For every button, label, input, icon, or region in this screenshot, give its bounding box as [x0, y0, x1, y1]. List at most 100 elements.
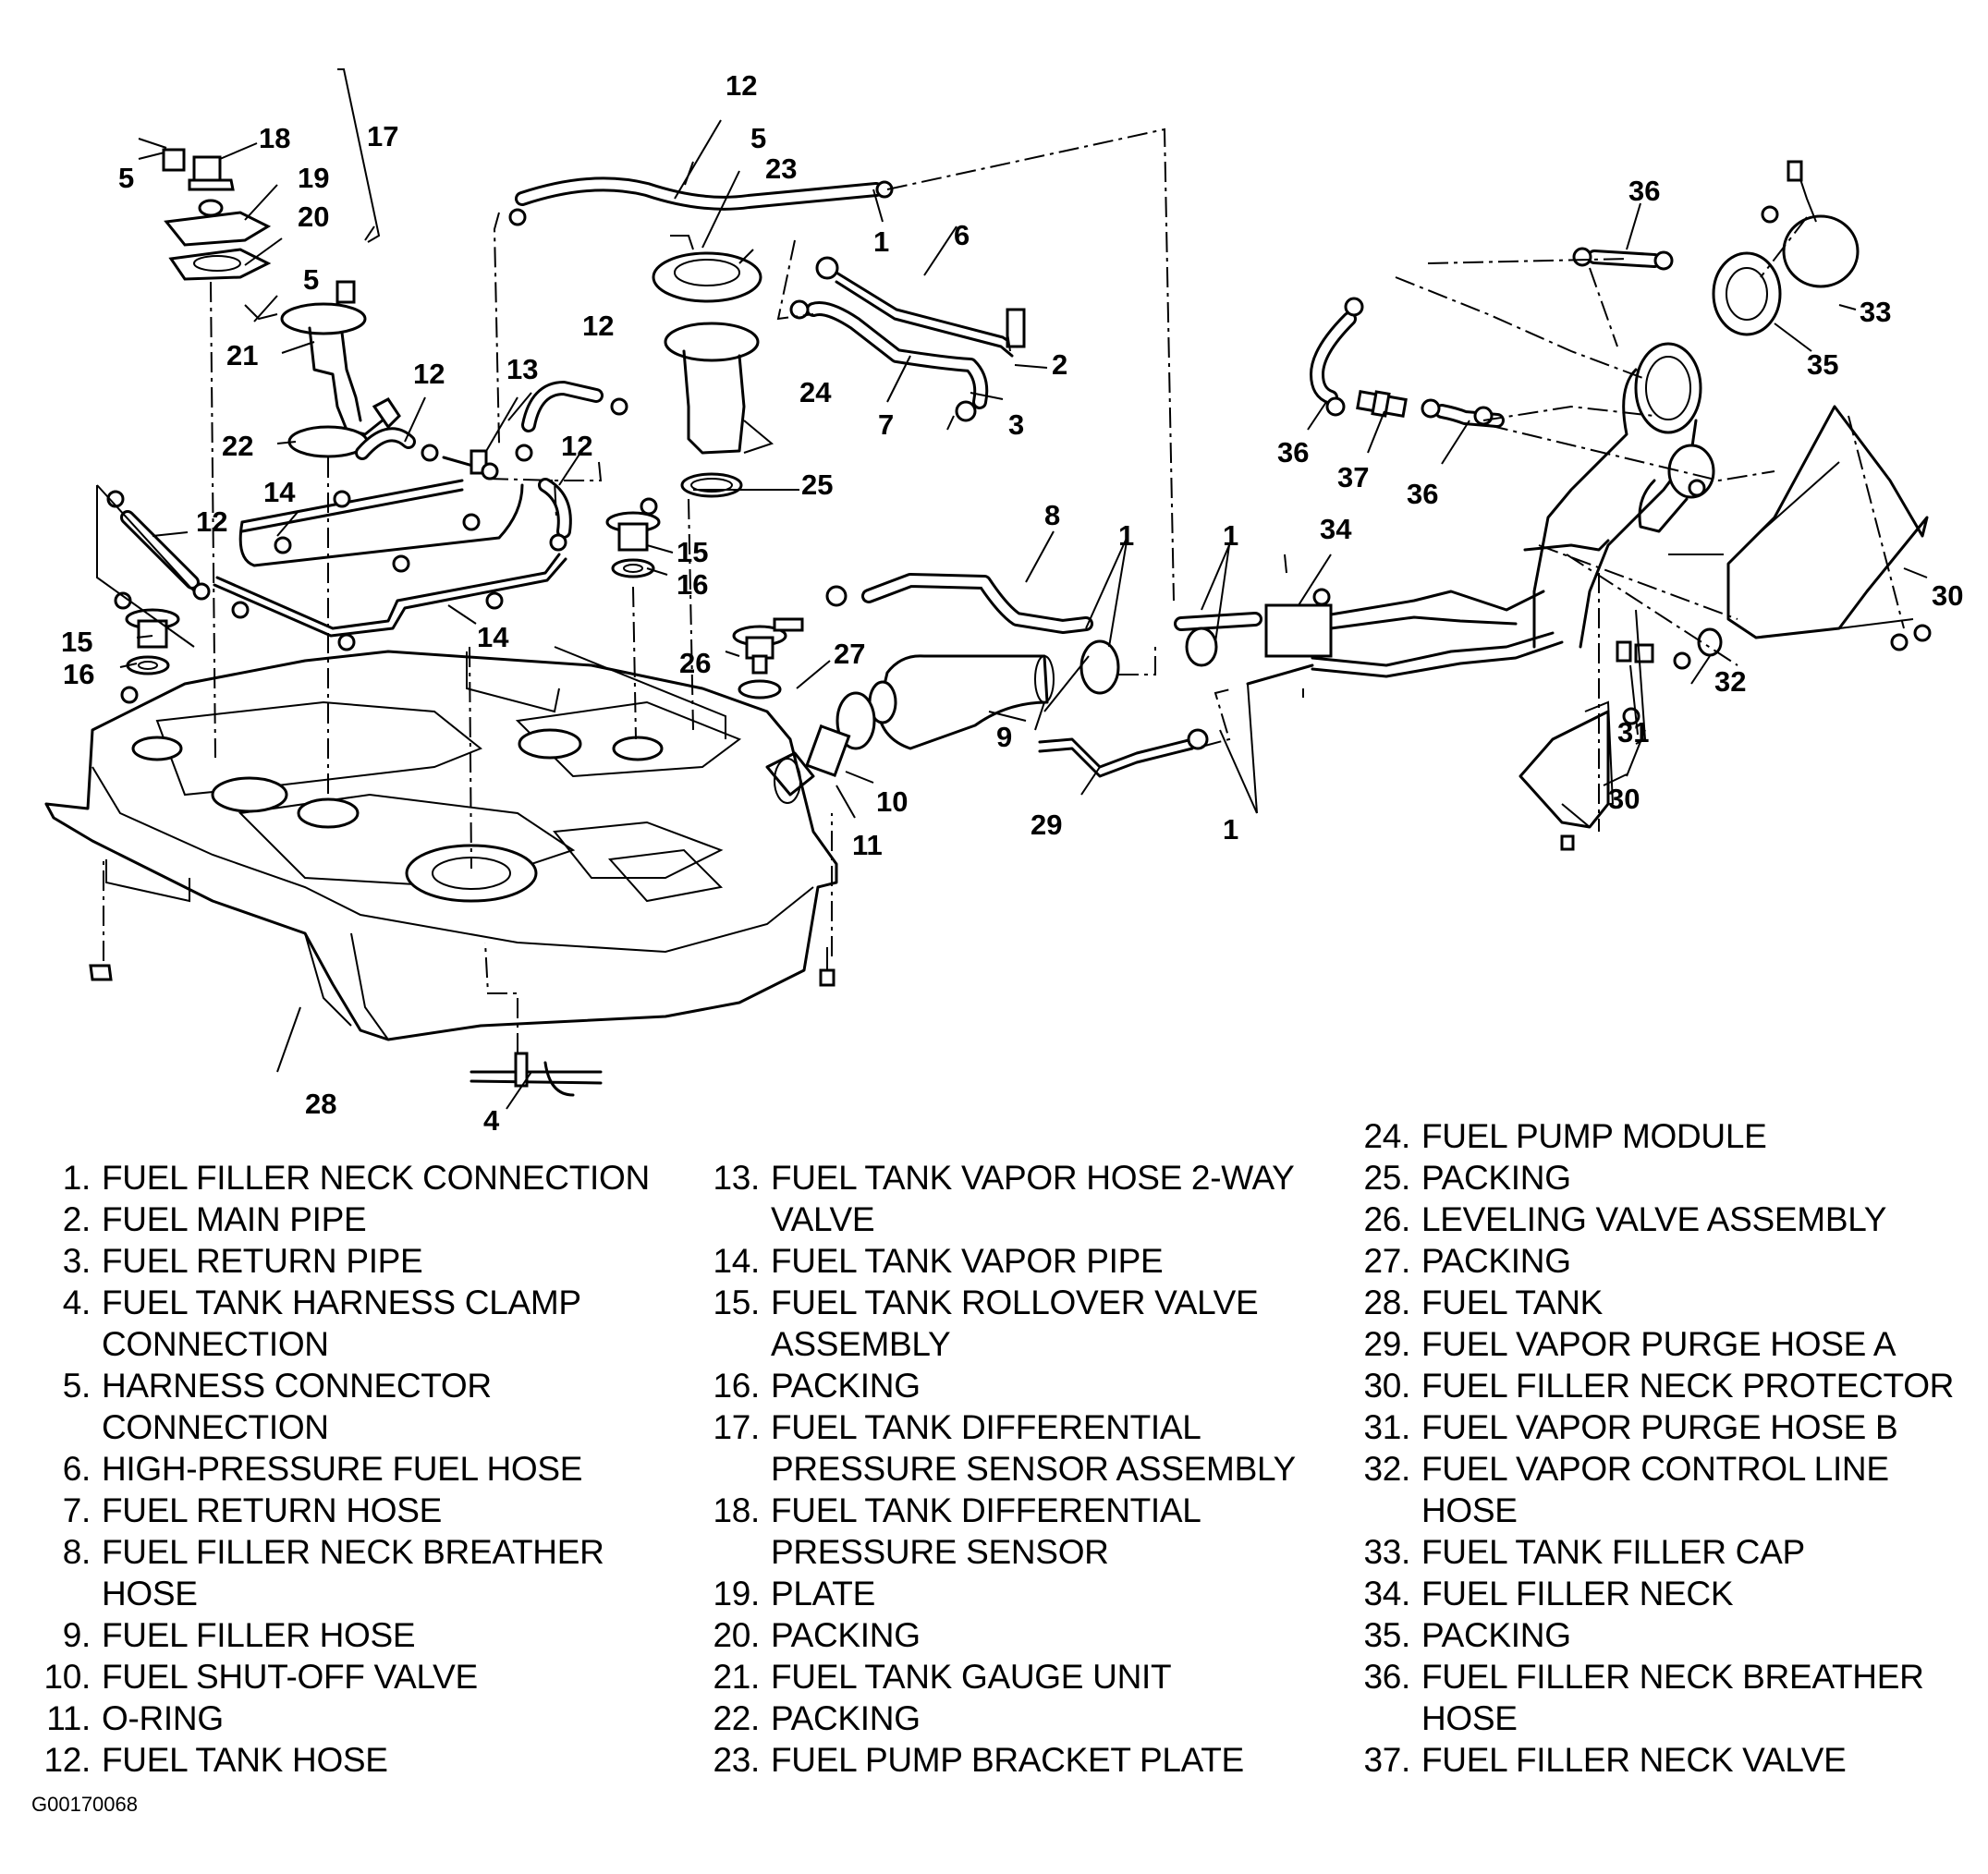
legend-item-number: 31. [1363, 1408, 1410, 1446]
callout-18: 18 [259, 122, 290, 154]
legend-item: CONNECTION [24, 1323, 650, 1365]
legend-item-number: 37. [1363, 1741, 1410, 1779]
legend-item: 19.PLATE [701, 1573, 1296, 1614]
callout-14: 14 [263, 476, 296, 508]
legend-item-number: 30. [1363, 1367, 1410, 1405]
legend-item-label: PACKING [771, 1616, 921, 1654]
legend-item-label: HOSE [1421, 1699, 1518, 1737]
legend-item: 16.PACKING [701, 1365, 1296, 1406]
legend-item-number [701, 1531, 771, 1573]
legend-item: 29.FUEL VAPOR PURGE HOSE A [1340, 1323, 1954, 1365]
legend-item: 24.FUEL PUMP MODULE [1340, 1115, 1954, 1157]
legend-item: 34.FUEL FILLER NECK [1340, 1573, 1954, 1614]
legend-item-label: CONNECTION [102, 1408, 329, 1446]
callout-1: 1 [1223, 813, 1238, 846]
legend-item: 37. FUEL FILLER NECK VALVE [1340, 1739, 1954, 1781]
legend-item-number: 36. [1363, 1658, 1410, 1696]
legend-item: 26.LEVELING VALVE ASSEMBLY [1340, 1199, 1954, 1240]
legend-item-number [701, 1448, 771, 1490]
legend-item: 36. FUEL FILLER NECK BREATHER [1340, 1656, 1954, 1698]
legend-item-label: HOSE [102, 1575, 198, 1612]
callout-15: 15 [61, 626, 92, 658]
filler-neck-tube [1523, 342, 1715, 649]
callout-12: 12 [413, 358, 445, 390]
legend-item-number: 21. [713, 1658, 760, 1696]
legend-item: HOSE [1340, 1698, 1954, 1739]
legend-item: 23. FUEL PUMP BRACKET PLATE [701, 1739, 1296, 1781]
legend-item-number: 33. [1363, 1533, 1410, 1571]
callout-11: 11 [852, 829, 883, 861]
legend-item: 14.FUEL TANK VAPOR PIPE [701, 1240, 1296, 1282]
callout-5: 5 [750, 122, 766, 154]
legend-item-number: 24. [1363, 1117, 1410, 1155]
callout-25: 25 [801, 468, 833, 501]
fuel-tank-gauge-unit-21 [244, 280, 401, 458]
rollover-valve-15-right [605, 511, 661, 578]
legend-item-label: FUEL TANK FILLER CAP [1421, 1533, 1805, 1571]
legend-item-label: FUEL RETURN HOSE [102, 1491, 442, 1529]
filler-neck-protector-30-upper [1688, 405, 1932, 651]
callout-19: 19 [298, 162, 329, 194]
fuel-return-hose-7 [789, 299, 1011, 431]
legend-item-number: 7. [62, 1491, 91, 1529]
hose-clamp [1079, 639, 1156, 695]
legend-item-number: 29. [1363, 1325, 1410, 1363]
callout-1: 1 [1223, 519, 1238, 552]
legend-item-label: PRESSURE SENSOR [771, 1533, 1109, 1571]
fuel-tank-28 [44, 650, 838, 1041]
legend-item: HOSE [24, 1573, 650, 1614]
callout-32: 32 [1714, 665, 1746, 698]
legend-item-label: FUEL TANK GAUGE UNIT [771, 1658, 1172, 1696]
legend-item-label: PACKING [771, 1367, 921, 1405]
legend-item: 31.FUEL VAPOR PURGE HOSE B [1340, 1406, 1954, 1448]
legend-item: 3.FUEL RETURN PIPE [24, 1240, 650, 1282]
fuel-tank-hoses-12 [120, 176, 884, 590]
callout-5: 5 [303, 263, 319, 296]
legend-item-label: FUEL FILLER NECK VALVE [1421, 1741, 1847, 1779]
legend-item: 18.FUEL TANK DIFFERENTIAL [701, 1490, 1296, 1531]
legend-item: VALVE [701, 1199, 1296, 1240]
callout-27: 27 [834, 638, 865, 670]
callout-30: 30 [1932, 579, 1963, 612]
legend-item: CONNECTION [24, 1406, 650, 1448]
purge-hose-b-31 [1616, 640, 1654, 663]
legend-item: PRESSURE SENSOR [701, 1531, 1296, 1573]
legend-item-number: 35. [1363, 1616, 1410, 1654]
callout-21: 21 [226, 339, 258, 371]
legend-item: 21. FUEL TANK GAUGE UNIT [701, 1656, 1296, 1698]
legend-item-number: 9. [62, 1616, 91, 1654]
callout-35: 35 [1807, 348, 1838, 381]
legend-item-number: 13. [713, 1159, 760, 1197]
callout-34: 34 [1320, 513, 1352, 545]
legend-item-label: O-RING [102, 1699, 224, 1737]
legend-item: 30.FUEL FILLER NECK PROTECTOR [1340, 1365, 1954, 1406]
callout-23: 23 [765, 152, 797, 185]
breather-hose-8 [825, 573, 1093, 634]
legend-item-label: FUEL TANK VAPOR PIPE [771, 1242, 1164, 1280]
callout-24: 24 [799, 376, 832, 408]
legend-item-number: 2. [62, 1200, 91, 1238]
legend-item-number: 25. [1363, 1159, 1410, 1197]
callout-6: 6 [954, 219, 970, 251]
callout-16: 16 [63, 658, 94, 690]
legend-item-label: FUEL FILLER NECK BREATHER [102, 1533, 604, 1571]
legend-item-label: FUEL FILLER NECK BREATHER [1421, 1658, 1924, 1696]
callout-9: 9 [996, 721, 1012, 753]
legend-item: 10.FUEL SHUT-OFF VALVE [24, 1656, 650, 1698]
callout-1: 1 [873, 225, 889, 258]
callout-17: 17 [367, 120, 398, 152]
legend-item-number [24, 1573, 102, 1614]
legend-item-label: HOSE [1421, 1491, 1518, 1529]
legend-item-number: 10. [43, 1658, 91, 1696]
fuel-tank-vapor-pipe-14 [213, 479, 567, 638]
legend-item-label: FUEL TANK HARNESS CLAMP [102, 1284, 581, 1321]
pressure-sensor-assembly-17 [138, 68, 381, 281]
rollover-valve-15-left [125, 608, 180, 675]
callout-29: 29 [1031, 809, 1062, 841]
callout-8: 8 [1044, 499, 1060, 531]
legend-item-label: FUEL PUMP BRACKET PLATE [771, 1741, 1244, 1779]
legend-item-number: 3. [62, 1242, 91, 1280]
legend-item-number: 23. [713, 1741, 760, 1779]
legend-item-label: PRESSURE SENSOR ASSEMBLY [771, 1450, 1296, 1488]
legend-item: 11.O-RING [24, 1698, 650, 1739]
